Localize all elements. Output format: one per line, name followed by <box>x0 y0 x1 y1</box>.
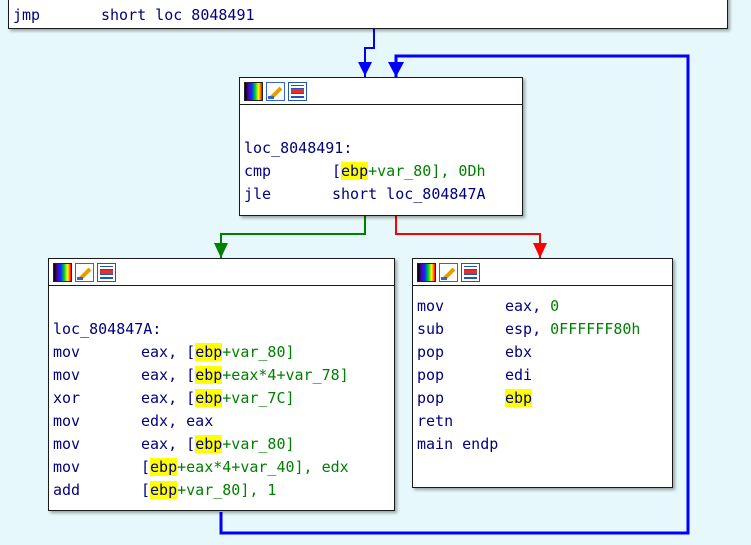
location-label[interactable]: loc_804847A: <box>53 320 162 338</box>
label-line: loc_8048491: <box>244 137 352 160</box>
instruction-line: mov [ebp+eax*4+var_40], edx <box>53 456 349 479</box>
instruction-line: mov eax, 0 <box>417 295 559 318</box>
mnemonic: mov <box>417 297 445 315</box>
mnemonic: add <box>53 481 81 499</box>
instruction-line: mov edx, eax <box>53 410 213 433</box>
operand: eax, [ <box>141 343 196 361</box>
register-ebp[interactable]: ebp <box>195 366 223 384</box>
mnemonic: cmp <box>244 162 272 180</box>
instruction-line: pop ebp <box>417 387 533 410</box>
operand-number: 0FFFFFF80h <box>550 320 641 338</box>
function-end: main endp <box>417 435 499 453</box>
instruction-line: cmp[ebp+var_80], 0Dh <box>244 160 486 183</box>
edge-loop-back <box>219 54 690 535</box>
instruction-line: mov eax, [ebp+eax*4+var_78] <box>53 364 349 387</box>
register-ebp[interactable]: ebp <box>505 389 533 407</box>
mnemonic: mov <box>53 366 81 384</box>
operand-rest: ], 0Dh <box>431 162 486 180</box>
instruction-line: xor eax, [ebp+var_7C] <box>53 387 295 410</box>
register-ebp[interactable]: ebp <box>150 481 178 499</box>
node-titlebar <box>49 259 394 286</box>
register-ebp[interactable]: ebp <box>150 458 178 476</box>
mnemonic: mov <box>53 412 81 430</box>
color-palette-icon[interactable] <box>417 262 436 282</box>
operand-number: 0 <box>550 297 560 315</box>
edit-pencil-icon[interactable] <box>75 262 94 282</box>
operand: ebx <box>505 343 533 361</box>
color-palette-icon[interactable] <box>53 262 72 282</box>
operand: edi <box>505 366 533 384</box>
mnemonic: sub <box>417 320 445 338</box>
operand-var: +var_80], 1 <box>177 481 277 499</box>
jump-target[interactable]: short loc_804847A <box>332 185 486 203</box>
operand-var: +var_7C] <box>222 389 295 407</box>
mnemonic: jle <box>244 185 272 203</box>
operand: short loc 8048491 <box>101 6 255 24</box>
instruction-line: pop ebx <box>417 341 532 364</box>
register-ebp[interactable]: ebp <box>341 162 369 180</box>
instruction-line: mov eax, [ebp+var_80] <box>53 433 295 456</box>
graph-overview-icon[interactable] <box>288 81 307 101</box>
mnemonic: retn <box>417 412 454 430</box>
operand: eax, <box>505 297 551 315</box>
mnemonic: pop <box>417 343 445 361</box>
color-palette-icon[interactable] <box>244 81 263 101</box>
operand: eax, [ <box>141 389 196 407</box>
edge-false <box>395 216 541 258</box>
mnemonic: jmp <box>13 6 41 24</box>
graph-overview-icon[interactable] <box>461 262 480 282</box>
instruction-line: jle short loc_804847A <box>244 183 486 206</box>
mnemonic: mov <box>53 435 81 453</box>
operand: [ <box>141 481 151 499</box>
instruction-line: mov eax, [ebp+var_80] <box>53 341 295 364</box>
mnemonic: pop <box>417 366 445 384</box>
loop-header-node[interactable]: loc_8048491: cmp[ebp+var_80], 0Dh jle sho… <box>239 77 523 216</box>
operand: [ <box>141 458 151 476</box>
top-block[interactable]: jmp short loc 8048491 <box>8 0 728 29</box>
mnemonic: pop <box>417 389 445 407</box>
instruction-line: retn <box>417 410 505 433</box>
operand: eax, [ <box>141 435 196 453</box>
exit-node[interactable]: mov eax, 0 sub esp, 0FFFFFF80h pop ebx pop e… <box>412 258 673 488</box>
operand-var: +eax*4+var_78] <box>222 366 349 384</box>
operand: edx, eax <box>141 412 214 430</box>
location-label[interactable]: loc_8048491: <box>244 139 353 157</box>
edit-pencil-icon[interactable] <box>266 81 285 101</box>
register-ebp[interactable]: ebp <box>195 343 223 361</box>
operand-var: +eax*4+var_40], edx <box>177 458 349 476</box>
node-titlebar <box>413 259 672 286</box>
register-ebp[interactable]: ebp <box>195 435 223 453</box>
mnemonic: mov <box>53 343 81 361</box>
operand: eax, [ <box>141 366 196 384</box>
instruction-line: main endp <box>417 433 498 456</box>
instruction-line: add [ebp+var_80], 1 <box>53 479 276 502</box>
edge-true <box>220 216 366 258</box>
instruction-line: pop edi <box>417 364 532 387</box>
operand: esp, <box>505 320 551 338</box>
mnemonic: xor <box>53 389 81 407</box>
instruction-line: sub esp, 0FFFFFF80h <box>417 318 640 341</box>
node-titlebar <box>240 78 522 105</box>
operand-var: +var_80 <box>368 162 432 180</box>
register-ebp[interactable]: ebp <box>195 389 223 407</box>
operand-var: +var_80] <box>222 435 295 453</box>
mnemonic: mov <box>53 458 81 476</box>
operand-var: +var_80] <box>222 343 295 361</box>
graph-overview-icon[interactable] <box>97 262 116 282</box>
edit-pencil-icon[interactable] <box>439 262 458 282</box>
